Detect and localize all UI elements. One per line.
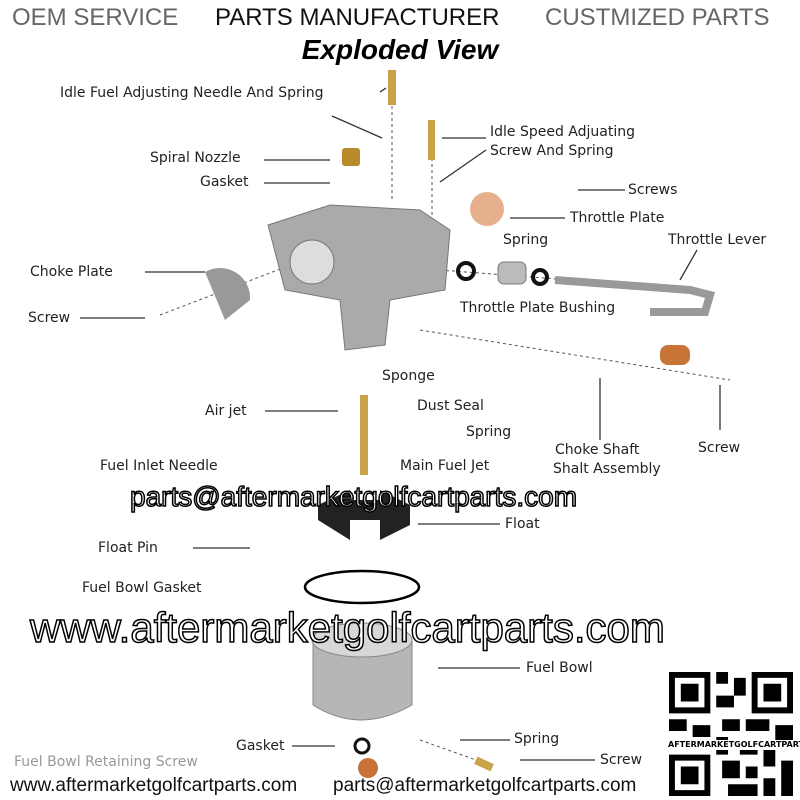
- label-screw-left: Screw: [28, 310, 71, 326]
- label-fuel-bowl: Fuel Bowl: [526, 660, 593, 676]
- label-throttle-lever: Throttle Lever: [668, 232, 767, 248]
- label-fuel-bowl-gasket: Fuel Bowl Gasket: [82, 580, 202, 596]
- label-gasket-top: Gasket: [200, 174, 249, 190]
- label-gasket-bottom: Gasket: [236, 738, 285, 754]
- label-dust-seal: Dust Seal: [417, 398, 484, 414]
- label-idle-speed-1: Idle Speed Adjuating: [490, 124, 636, 140]
- label-retaining-screw: Fuel Bowl Retaining Screw: [14, 754, 198, 770]
- watermark-website: www.aftermarketgolfcartparts.com: [29, 604, 665, 652]
- label-float: Float: [505, 516, 540, 532]
- header-oem-service: OEM SERVICE: [12, 4, 179, 31]
- label-choke-shaft-1: Choke Shaft: [555, 442, 640, 458]
- label-throttle-bushing: Throttle Plate Bushing: [460, 300, 616, 316]
- qr-code: [669, 672, 793, 796]
- watermark-email: parts@aftermarketgolfcartparts.com: [129, 480, 578, 512]
- label-spring-bottom: Spring: [514, 731, 560, 747]
- header-parts-manufacturer: PARTS MANUFACTURER: [215, 4, 500, 31]
- label-main-fuel-jet: Main Fuel Jet: [400, 458, 490, 474]
- label-idle-speed-2: Screw And Spring: [490, 143, 614, 159]
- qr-caption: AFTERMARKETGOLFCARTPARTS: [668, 740, 800, 750]
- label-air-jet: Air jet: [205, 403, 247, 419]
- label-spring-mid: Spring: [466, 424, 512, 440]
- label-throttle-plate: Throttle Plate: [570, 210, 665, 226]
- diagram-title: Exploded View: [301, 34, 499, 65]
- label-choke-plate: Choke Plate: [30, 264, 113, 280]
- label-idle-fuel-needle: Idle Fuel Adjusting Needle And Spring: [60, 85, 324, 101]
- label-choke-shaft-2: Shalt Assembly: [553, 461, 661, 477]
- label-screw-bottom: Screw: [600, 752, 643, 768]
- footer-email: parts@aftermarketgolfcartparts.com: [333, 775, 637, 796]
- label-sponge: Sponge: [382, 368, 435, 384]
- label-fuel-inlet-needle: Fuel Inlet Needle: [100, 458, 218, 474]
- label-screws: Screws: [628, 182, 678, 198]
- label-spiral-nozzle: Spiral Nozzle: [150, 150, 241, 166]
- label-spring-top: Spring: [503, 232, 549, 248]
- header-customized-parts: CUSTMIZED PARTS: [545, 4, 770, 31]
- label-float-pin: Float Pin: [98, 540, 158, 556]
- footer-website: www.aftermarketgolfcartparts.com: [10, 775, 298, 796]
- label-screw-right: Screw: [698, 440, 741, 456]
